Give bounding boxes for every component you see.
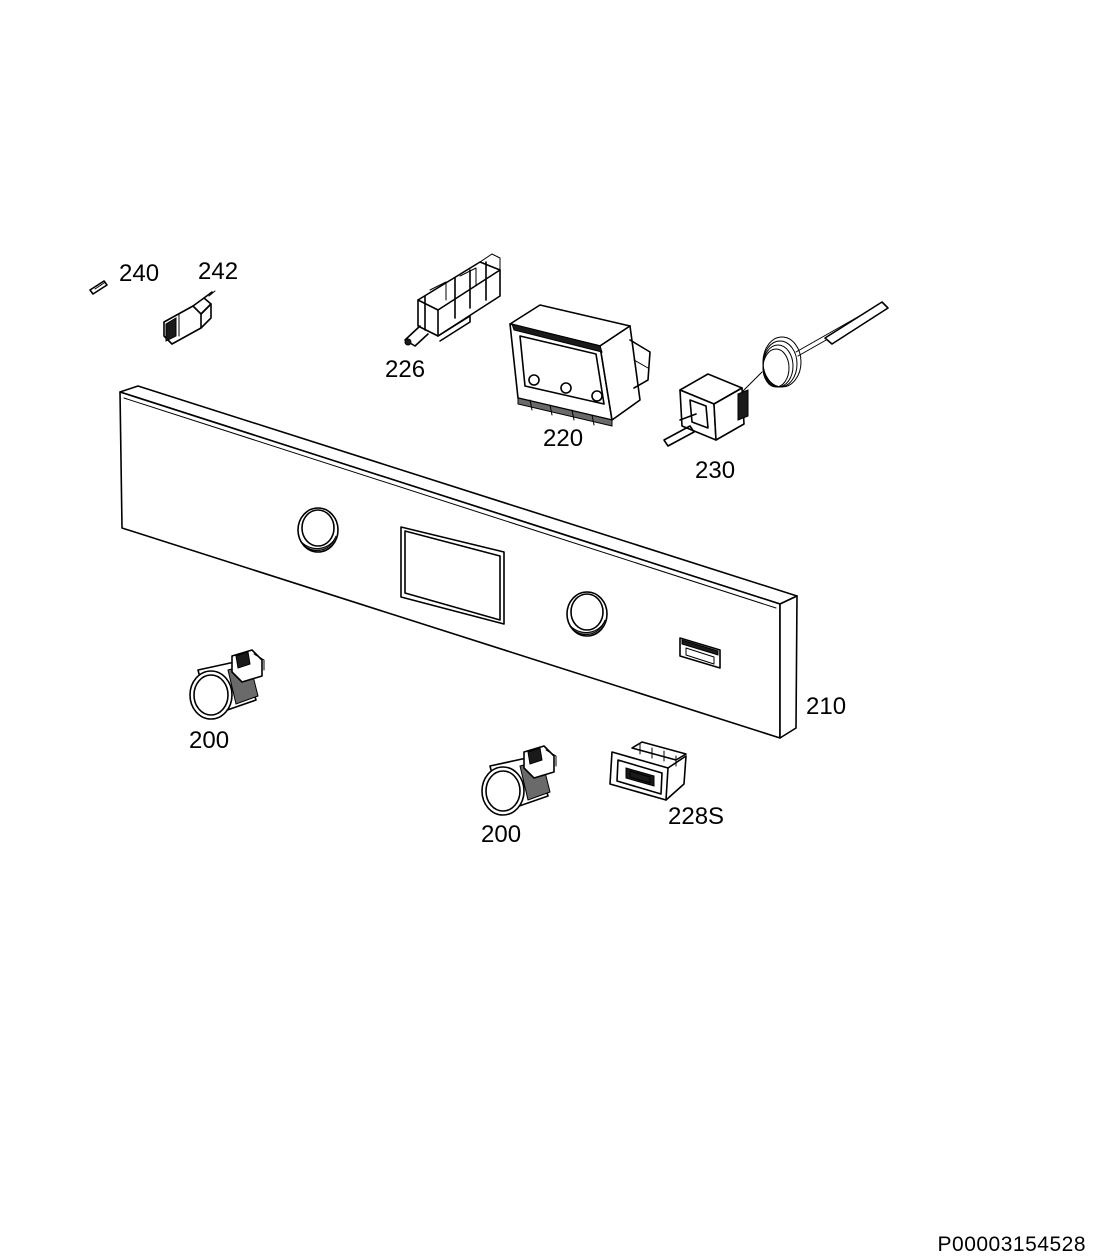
callout-230: 230 — [695, 457, 735, 484]
callout-240: 240 — [119, 260, 159, 287]
document-id: P00003154528 — [937, 1233, 1086, 1256]
callout-220: 220 — [543, 425, 583, 452]
thermostat-part — [663, 301, 889, 447]
lamp-socket-part — [163, 290, 216, 345]
callout-228S: 228S — [668, 803, 724, 830]
callout-200-right: 200 — [481, 821, 521, 848]
knob-right-part — [481, 745, 557, 816]
selector-switch-part — [404, 253, 501, 347]
timer-module-part — [509, 304, 651, 427]
rocker-switch-part — [609, 741, 687, 801]
control-panel-part — [119, 385, 798, 739]
knob-left-part — [189, 649, 265, 720]
callout-242: 242 — [198, 258, 238, 285]
callout-210: 210 — [806, 693, 846, 720]
screw-part — [89, 280, 108, 295]
callout-200-left: 200 — [189, 727, 229, 754]
callout-226: 226 — [385, 356, 425, 383]
